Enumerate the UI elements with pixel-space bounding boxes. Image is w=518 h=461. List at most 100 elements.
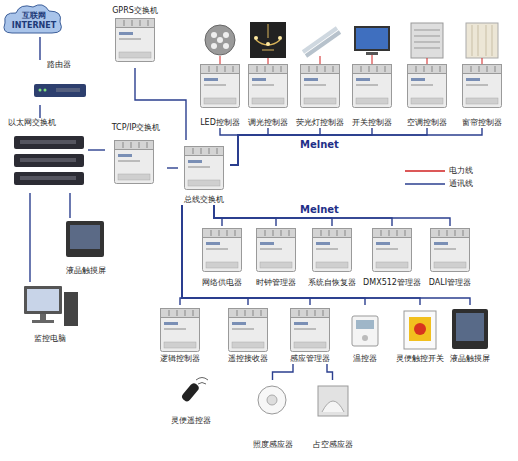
- device-label: 空调控制器: [407, 118, 447, 128]
- led-lamp: [223, 43, 229, 49]
- legend-entry: 通讯线: [405, 178, 473, 189]
- comm-wire: [182, 205, 420, 305]
- device-node: 灵便触控开关: [395, 305, 445, 364]
- led-lamp: [217, 37, 223, 43]
- chandelier: [278, 36, 282, 40]
- device-node: TCP/IP交换机: [105, 123, 167, 198]
- manager-module: [313, 229, 352, 272]
- router-device: [34, 84, 86, 97]
- device-label: 液晶触摸屏: [450, 354, 490, 364]
- chandelier: [262, 50, 274, 51]
- chandelier: [250, 22, 286, 58]
- remote-control: [181, 378, 208, 403]
- logic-module: [291, 309, 330, 352]
- logic-module: [161, 309, 330, 352]
- device-label: 网络供电器: [202, 278, 242, 288]
- remote-control: [196, 378, 208, 385]
- legend-line: [405, 170, 445, 172]
- comm-wire: [273, 364, 294, 380]
- comm-wire: [182, 205, 248, 305]
- touch-panel: [452, 309, 488, 349]
- device-label: DMX512管理器: [363, 278, 421, 288]
- led-lamp: [205, 25, 235, 55]
- occupancy-sensor: [322, 401, 344, 412]
- air-conditioner: [414, 30, 440, 31]
- power-wire: [220, 55, 482, 64]
- logic-module: [229, 309, 268, 352]
- air-conditioner: [411, 23, 443, 58]
- curtain: [472, 25, 473, 56]
- router-device: [34, 84, 86, 97]
- ethernet-switch: [14, 136, 84, 185]
- curtain: [466, 23, 498, 58]
- ethernet-switch: [14, 136, 84, 149]
- chandelier: [266, 42, 270, 46]
- device-node: 灵便遥控器: [165, 378, 217, 426]
- legend-text: 通讯线: [449, 178, 473, 189]
- device-node: 时钟管理器: [250, 226, 302, 288]
- ethernet-switch: [14, 154, 84, 167]
- bus-module: [185, 147, 224, 190]
- device-label: LED控制器: [200, 118, 240, 128]
- thermostat: [362, 335, 368, 341]
- touch-panel: [456, 313, 484, 341]
- fluorescent-tube: [303, 28, 340, 56]
- device-label: 调光控制器: [248, 118, 288, 128]
- comm-wire: [214, 205, 222, 226]
- device-node: 占空感应器: [305, 380, 360, 450]
- device-label: 系统自恢复器: [308, 278, 356, 288]
- controller-module: [201, 65, 240, 108]
- legend-swatch: [405, 167, 445, 175]
- controller-module: [408, 65, 447, 108]
- remote-control: [181, 382, 201, 403]
- touch-panel: [66, 221, 104, 257]
- air-conditioner: [411, 23, 443, 58]
- illuminance-sensor: [258, 386, 286, 414]
- device-node: 感应管理器: [285, 305, 335, 364]
- manager-module: [203, 229, 470, 272]
- touch-switch: [404, 311, 436, 349]
- comm-wire: [230, 128, 372, 165]
- device-label: TCP/IP交换机: [112, 123, 161, 133]
- device-node: GPRS交换机: [105, 6, 165, 68]
- power-wire: [268, 58, 269, 64]
- legend-text: 电力线: [449, 165, 473, 176]
- air-conditioner: [414, 48, 440, 49]
- air-conditioner: [414, 42, 440, 43]
- router-device: [44, 89, 47, 92]
- controller-module: [353, 65, 392, 108]
- device-node: 互联网 INTERNET: [3, 5, 65, 37]
- device-node: 液晶触摸屏: [445, 305, 495, 364]
- ethernet-switch: [20, 176, 76, 180]
- comm-wire: [327, 364, 333, 380]
- tv-set: [354, 26, 390, 55]
- occupancy-sensor: [318, 386, 348, 416]
- controller-module: [249, 65, 288, 108]
- device-node: 调光控制器: [243, 62, 293, 128]
- device-label: 荧光灯控制器: [296, 118, 344, 128]
- device-node: 液晶触摸屏: [58, 218, 113, 276]
- device-node: 逻辑控制器: [155, 305, 205, 364]
- power-wire: [372, 55, 373, 64]
- comm-wire: [230, 128, 482, 165]
- device-label: 温控器: [353, 354, 377, 364]
- monitor-pc: [40, 314, 46, 320]
- device-node: 荧光灯控制器: [295, 62, 345, 128]
- device-label: 感应管理器: [290, 354, 330, 364]
- comm-wire: [39, 37, 40, 60]
- curtain: [466, 23, 498, 58]
- device-node: 遥控接收器: [223, 305, 273, 364]
- comm-wire: [182, 205, 470, 305]
- touch-switch: [404, 311, 436, 349]
- device-node: 总线交换机: [178, 140, 230, 205]
- device-node: 系统自恢复器: [306, 226, 358, 288]
- occupancy-sensor: [318, 386, 348, 416]
- comm-wire: [214, 205, 276, 226]
- ethernet-switch: [14, 172, 84, 185]
- device-node: 照度感应器: [245, 380, 300, 450]
- touch-switch: [414, 323, 426, 335]
- chandelier: [254, 36, 258, 40]
- monitor-pc: [24, 286, 62, 314]
- touch-switch: [409, 317, 431, 341]
